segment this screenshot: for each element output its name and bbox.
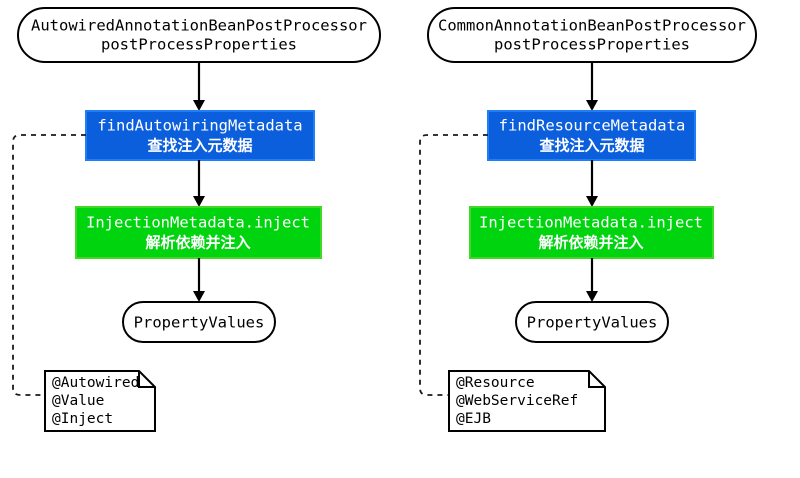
find-step-shape	[85, 110, 315, 161]
result-terminal-shape	[515, 301, 669, 343]
inject-step-line2: 解析依赖并注入	[538, 234, 643, 252]
note-fold-corner-icon	[138, 371, 155, 388]
note-line-3: @Inject	[52, 411, 113, 427]
result-terminal-label: PropertyValues	[527, 314, 658, 332]
node-start-common[interactable]: CommonAnnotationBeanPostProcessor postPr…	[427, 7, 757, 63]
node-start-autowired[interactable]: AutowiredAnnotationBeanPostProcessor pos…	[17, 7, 381, 63]
note-line-1: @Resource	[456, 375, 535, 391]
result-terminal-shape	[122, 301, 276, 343]
column-common: CommonAnnotationBeanPostProcessor postPr…	[419, 7, 757, 432]
note-common-annotations[interactable]: @Resource @WebServiceRef @EJB	[448, 370, 606, 432]
inject-step-line2: 解析依赖并注入	[145, 234, 250, 252]
note-fold-corner-icon	[588, 371, 605, 388]
edge-find-to-inject-common	[586, 160, 598, 207]
node-result-property-values-common[interactable]: PropertyValues	[515, 301, 669, 343]
edge-start-to-find-common	[586, 62, 598, 111]
note-autowired-annotations[interactable]: @Autowired @Value @Inject	[44, 370, 156, 432]
note-line-2: @Value	[52, 393, 104, 409]
start-terminal-line2: postProcessProperties	[494, 36, 690, 54]
edge-find-to-inject-autowired	[193, 160, 205, 207]
node-find-resource-metadata[interactable]: findResourceMetadata 查找注入元数据	[487, 110, 696, 161]
note-line-3: @EJB	[456, 411, 491, 427]
edge-inject-to-result-autowired	[193, 258, 205, 302]
note-shape	[44, 370, 156, 432]
result-terminal-label: PropertyValues	[134, 314, 265, 332]
find-step-line1: findResourceMetadata	[499, 117, 686, 135]
arrow-head-icon	[586, 100, 598, 111]
inject-step-line1: InjectionMetadata.inject	[86, 214, 310, 232]
start-terminal-line1: CommonAnnotationBeanPostProcessor	[438, 17, 746, 35]
node-result-property-values-autowired[interactable]: PropertyValues	[122, 301, 276, 343]
inject-step-line1: InjectionMetadata.inject	[479, 214, 703, 232]
note-line-1: @Autowired	[52, 375, 139, 391]
find-step-line2: 查找注入元数据	[539, 137, 644, 155]
arrow-head-icon	[193, 291, 205, 302]
find-step-shape	[487, 110, 696, 161]
start-terminal-line1: AutowiredAnnotationBeanPostProcessor	[31, 17, 367, 35]
arrow-head-icon	[586, 291, 598, 302]
edge-note-link-autowired	[12, 134, 86, 396]
edge-inject-to-result-common	[586, 258, 598, 302]
edge-note-link-common	[419, 134, 488, 396]
start-terminal-line2: postProcessProperties	[101, 36, 297, 54]
find-step-line2: 查找注入元数据	[147, 137, 252, 155]
node-injection-metadata-inject-common[interactable]: InjectionMetadata.inject 解析依赖并注入	[469, 206, 714, 259]
note-shape	[448, 370, 606, 432]
dashed-connector	[12, 134, 86, 396]
edge-start-to-find-autowired	[193, 62, 205, 111]
arrow-head-icon	[193, 100, 205, 111]
note-line-2: @WebServiceRef	[456, 393, 578, 409]
column-autowired: AutowiredAnnotationBeanPostProcessor pos…	[12, 7, 381, 432]
node-find-autowiring-metadata[interactable]: findAutowiringMetadata 查找注入元数据	[85, 110, 315, 161]
dashed-connector	[419, 134, 488, 396]
find-step-line1: findAutowiringMetadata	[97, 117, 302, 135]
node-injection-metadata-inject-autowired[interactable]: InjectionMetadata.inject 解析依赖并注入	[75, 206, 322, 259]
arrow-head-icon	[586, 196, 598, 207]
arrow-head-icon	[193, 196, 205, 207]
